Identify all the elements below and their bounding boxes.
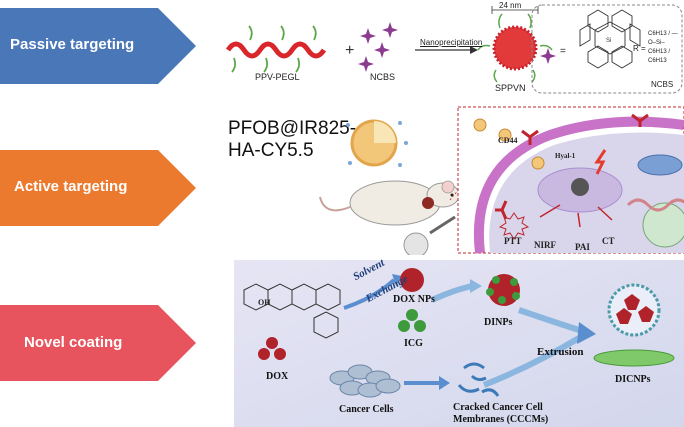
size-label: 24 nm	[499, 1, 522, 10]
passive-panel: + Si	[225, 4, 683, 94]
coating-panel	[234, 260, 684, 427]
dinps-label: DINPs	[484, 317, 513, 328]
ppv-pegl-label: PPV-PEGL	[255, 72, 300, 82]
cell-membrane	[473, 116, 684, 254]
polymer-chain	[225, 41, 327, 59]
cd44-label: CD44	[498, 136, 518, 145]
svg-text:Si: Si	[606, 38, 611, 44]
svg-text:+: +	[345, 42, 354, 59]
dox-nps-label: DOX NPs	[393, 294, 435, 305]
ncbs-label: NCBS	[370, 72, 396, 82]
ptt-label: PTT	[504, 236, 522, 246]
active-title-line2: HA-CY5.5	[228, 140, 314, 161]
passive-targeting-label: Passive targeting	[10, 36, 135, 53]
ncbs-structure-label: NCBS	[651, 80, 674, 89]
novel-coating-arrow	[0, 305, 196, 381]
pai-label: PAI	[575, 242, 590, 252]
dicnps-label: DICNPs	[615, 374, 651, 385]
icg-label: ICG	[404, 338, 423, 349]
cancer-cells	[329, 364, 401, 398]
nirf-label: NIRF	[534, 240, 556, 250]
r-formula: C6H13 / —O–Si–C6H13 / C6H13	[648, 31, 678, 64]
mitochondria	[637, 154, 683, 176]
dox-label: DOX	[266, 371, 289, 382]
novel-coating-label: Novel coating	[24, 334, 123, 351]
nucleus	[642, 202, 684, 248]
dox-oh-label: OH	[258, 298, 271, 307]
nanoprecipitation-label: Nanoprecipitation	[420, 38, 483, 47]
cccm-label-line2: Membranes (CCCMs)	[453, 414, 549, 425]
ncbs-structure-box	[531, 4, 683, 94]
active-targeting-label: Active targeting	[14, 178, 128, 195]
extrusion-label: Extrusion	[537, 346, 584, 358]
active-title-line1: PFOB@IR825-	[228, 118, 357, 139]
dish	[593, 349, 675, 367]
dox-molecule	[243, 283, 341, 339]
ct-label: CT	[602, 236, 615, 246]
ncbs-molecule	[579, 9, 641, 69]
active-panel	[319, 106, 684, 255]
peg-side-chains	[231, 25, 317, 73]
sppvn-particle	[494, 27, 536, 69]
cccm-label-line1: Cracked Cancer Cell	[453, 402, 543, 413]
equals-sign: =	[560, 46, 566, 57]
cancer-cells-label: Cancer Cells	[339, 404, 394, 415]
dox-np	[400, 268, 424, 292]
active-targeting-arrow	[0, 150, 196, 226]
ncbs-stars	[358, 22, 398, 72]
r-label: R =	[633, 44, 646, 53]
sppvn-label: SPPVN	[495, 83, 526, 93]
hyal-label: Hyal-1	[555, 152, 576, 160]
passive-targeting-arrow	[0, 8, 196, 84]
